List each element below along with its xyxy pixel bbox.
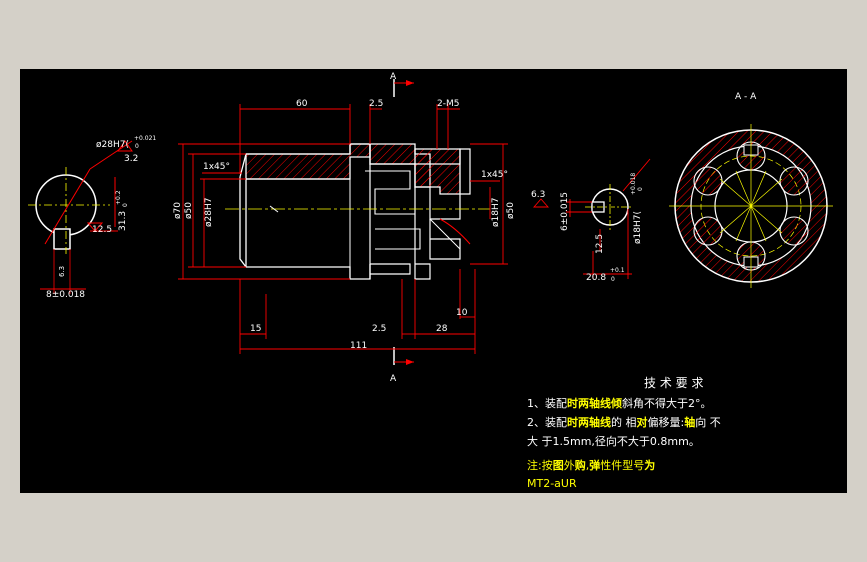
left-6-3: 6.3 (58, 266, 66, 277)
right-6-3: 6.3 (531, 190, 545, 200)
section-arrowhead-top (406, 80, 414, 86)
dim-60: 60 (296, 99, 308, 109)
left-tol-upper: +0.021 (134, 135, 156, 142)
dim-10: 10 (456, 308, 468, 318)
left-hole-view: ø28H7( +0.021 0 3.2 31.3 +0.2 0 12.5 6.3… (28, 135, 156, 300)
dim-2-5-top: 2.5 (369, 99, 383, 109)
section-a-a-view: A - A (669, 92, 833, 288)
break-line-red (439, 218, 471, 245)
left-roughness-symbol (117, 140, 133, 152)
drawing-area: ø28H7( +0.021 0 3.2 31.3 +0.2 0 12.5 6.3… (20, 69, 847, 493)
right-6-key: 6±0.015 (560, 192, 570, 231)
jaw-right-flange (414, 187, 431, 280)
dim-28: 28 (436, 324, 448, 334)
right-phi18h7: ø18H7( (633, 211, 643, 244)
dim-phi50-left: ø50 (184, 202, 194, 219)
section-label-bottom: A (390, 374, 397, 384)
spider-outline (365, 170, 421, 250)
jaw-left-outline (369, 164, 411, 279)
notes-heading: 技 术 要 求 (644, 376, 703, 390)
main-section-view: A A (173, 72, 516, 384)
dim-phi70: ø70 (173, 202, 183, 219)
left-diameter-leader (44, 168, 91, 245)
right-hub-top (429, 187, 461, 220)
left-roughness-symbol-2 (86, 222, 104, 232)
left-leader-ext (89, 140, 133, 170)
jaw-right-hatch (414, 148, 461, 195)
dim-phi50-right: ø50 (506, 202, 516, 219)
right-tol-lower: 0 (637, 187, 644, 191)
note-line3: 大 于1.5mm,径向不大于0.8mm。 (527, 434, 700, 448)
note-line4: 注:按图外购,弹性件型号为 (527, 458, 655, 472)
dim-1x45-left: 1x45° (203, 162, 230, 172)
left-31-3-tol-up: +0.2 (115, 190, 122, 205)
left-31-3: 31.3 (118, 211, 128, 231)
left-31-3-tol-low: 0 (122, 203, 129, 207)
dim-111: 111 (350, 341, 367, 351)
right-hub-outline (415, 148, 471, 195)
right-tol-upper: +0.018 (630, 173, 637, 195)
view-title-a-a: A - A (735, 92, 757, 102)
dim-phi28h7-main: ø28H7 (204, 198, 214, 227)
break-line (429, 218, 461, 250)
left-tol-lower: 0 (135, 143, 139, 150)
right-20-8: 20.8 (586, 273, 606, 283)
note-line2: 2、装配时两轴线的 相对偏移量:轴向 不 (527, 415, 721, 429)
main-dimension-lines (178, 104, 508, 354)
right-20-8-tol-low: 0 (611, 276, 615, 283)
dim-1x45-right: 1x45° (481, 170, 508, 180)
section-label-top: A (390, 72, 397, 82)
left-8-key: 8±0.018 (46, 290, 85, 300)
dim-15: 15 (250, 324, 261, 334)
technical-notes: 技 术 要 求 1、装配时两轴线倾斜角不得大于2°。 2、装配时两轴线的 相对偏… (527, 376, 721, 490)
dim-2-m5: 2-M5 (437, 99, 459, 109)
keyway-mark (269, 205, 279, 213)
left-phi28h7: ø28H7( (96, 140, 129, 150)
dim-phi18h7-main: ø18H7 (491, 198, 501, 227)
note-line1: 1、装配时两轴线倾斜角不得大于2°。 (527, 396, 712, 410)
section-arrowhead-bottom (406, 359, 414, 365)
left-keyway (53, 228, 71, 250)
note-line5: MT2-aUR (527, 477, 577, 490)
left-rough-value: 3.2 (124, 154, 138, 164)
aa-radial-lines (669, 124, 833, 288)
right-hole-view: 6.3 6±0.015 ø18H7( +0.018 0 12.5 20.8 +0… (531, 158, 651, 283)
right-12-5: 12.5 (595, 234, 605, 254)
left-12-5: 12.5 (92, 225, 112, 235)
right-hub-bore (429, 219, 461, 260)
right-20-8-tol: +0.1 (610, 267, 625, 274)
hub-upper-hatch (245, 143, 371, 180)
coupling-drawing: ø28H7( +0.021 0 3.2 31.3 +0.2 0 12.5 6.3… (28, 72, 833, 490)
dim-2-5-bottom: 2.5 (372, 324, 386, 334)
